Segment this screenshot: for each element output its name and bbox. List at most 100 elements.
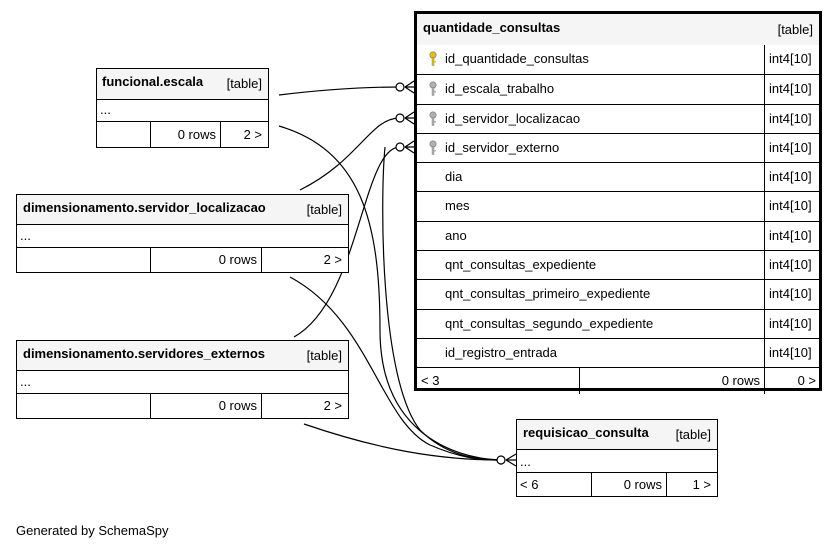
table-requisicao-consulta[interactable]: requisicao_consulta [table] ... < 6 0 ro… [516, 419, 718, 497]
table-name: dimensionamento.servidor_localizacao [23, 200, 266, 215]
column-row[interactable]: dia int4[10] [417, 162, 822, 192]
column-type-cell: int4[10] [764, 221, 822, 251]
column-type: int4[10] [769, 344, 812, 360]
edge-escala-to-requisicao [278, 125, 501, 461]
table-header: quantidade_consultas [table] [417, 14, 819, 45]
column-type-cell: int4[10] [764, 163, 822, 192]
edge-quantidade-to-requisicao [382, 146, 501, 461]
children-count: 2 > [243, 127, 262, 142]
column-row[interactable]: id_quantidade_consultas int4[10] [417, 45, 822, 75]
table-name: requisicao_consulta [523, 425, 649, 440]
table-columns-ellipsis: ... [517, 449, 717, 472]
column-type: int4[10] [769, 81, 812, 97]
row-count: 0 rows [623, 477, 662, 492]
crowfoot-circle [496, 455, 506, 465]
column-type-cell: int4[10] [764, 251, 822, 280]
column-name: id_servidor_localizacao [445, 110, 581, 126]
table-dimensionamento-servidor-localizacao[interactable]: dimensionamento.servidor_localizacao [ta… [16, 194, 349, 273]
column-name: id_registro_entrada [445, 344, 558, 360]
generated-by-note: Generated by SchemaSpy [16, 523, 169, 538]
column-row[interactable]: ano int4[10] [417, 220, 822, 251]
crowfoot-circle [395, 82, 405, 92]
column-type-cell: int4[10] [764, 338, 822, 368]
crowfoot [404, 80, 415, 94]
foreign-key-icon [427, 111, 439, 127]
column-row[interactable]: id_servidor_localizacao int4[10] [417, 103, 822, 133]
table-header: requisicao_consulta [table] [517, 420, 717, 449]
table-header: funcional.escala [table] [97, 69, 268, 99]
column-name: mes [445, 198, 470, 214]
column-name: id_servidor_externo [445, 139, 560, 155]
column-row[interactable]: id_registro_entrada int4[10] [417, 337, 822, 368]
table-dimensionamento-servidores-externos[interactable]: dimensionamento.servidores_externos [tab… [16, 340, 349, 419]
foreign-key-icon [427, 81, 439, 97]
column-type: int4[10] [769, 315, 812, 331]
column-type: int4[10] [769, 257, 812, 273]
column-type: int4[10] [769, 51, 812, 66]
column-name: qnt_consultas_expediente [445, 257, 597, 273]
column-type-cell: int4[10] [764, 280, 822, 309]
edge-servidores-externos-to-requisicao [303, 423, 501, 461]
crowfoot [404, 140, 415, 154]
column-type-cell: int4[10] [764, 133, 822, 163]
crowfoot-circle [395, 142, 405, 152]
table-footer: 0 rows 2 > [17, 247, 348, 272]
table-footer: 0 rows 2 > [17, 393, 348, 418]
table-tag: [table] [777, 22, 813, 37]
table-tag: [table] [675, 427, 711, 442]
table-tag: [table] [306, 202, 342, 217]
table-columns-ellipsis: ... [17, 370, 348, 393]
column-row[interactable]: id_servidor_externo int4[10] [417, 132, 822, 163]
edge-servidor-localizacao-to-quantidade [299, 117, 401, 191]
children-count: 2 > [323, 252, 342, 267]
column-type: int4[10] [769, 227, 812, 243]
column-type: int4[10] [769, 198, 812, 214]
children-count: 1 > [692, 477, 711, 492]
primary-key-icon [427, 51, 439, 67]
table-columns-ellipsis: ... [17, 224, 348, 247]
column-row[interactable]: mes int4[10] [417, 191, 819, 221]
edge-escala-to-quantidade [278, 86, 401, 96]
column-type-cell: int4[10] [764, 45, 822, 75]
crowfoot [404, 111, 415, 125]
column-name: id_escala_trabalho [445, 81, 555, 97]
table-name: funcional.escala [102, 74, 204, 89]
table-name: quantidade_consultas [423, 20, 561, 35]
table-header: dimensionamento.servidor_localizacao [ta… [17, 195, 348, 224]
crowfoot-circle [395, 113, 405, 123]
children-count: 2 > [323, 398, 342, 413]
column-row[interactable]: qnt_consultas_primeiro_expediente int4[10… [417, 279, 822, 309]
column-name: dia [445, 169, 463, 185]
column-name: id_quantidade_consultas [445, 51, 589, 66]
column-type-cell: int4[10] [764, 75, 822, 104]
column-type-cell: int4[10] [764, 309, 822, 338]
column-name: qnt_consultas_primeiro_expediente [445, 286, 651, 302]
column-name: ano [445, 227, 467, 243]
column-type: int4[10] [769, 139, 812, 155]
crowfoot [505, 453, 517, 467]
table-columns-ellipsis: ... [97, 99, 268, 121]
table-tag: [table] [306, 348, 342, 363]
table-quantidade-consultas[interactable]: quantidade_consultas [table] id_quantida… [414, 11, 822, 395]
table-tag: [table] [226, 76, 262, 91]
row-count: 0 rows [177, 127, 216, 142]
table-footer: < 6 0 rows 1 > [517, 472, 717, 496]
column-row[interactable]: qnt_consultas_segundo_expediente int4[10] [417, 308, 822, 338]
column-type-cell: int4[10] [764, 104, 822, 133]
parents-count: < 3 [421, 373, 440, 389]
table-funcional-escala[interactable]: funcional.escala [table] ... 0 rows 2 > [96, 68, 269, 148]
row-count: 0 rows [218, 398, 257, 413]
column-type: int4[10] [769, 286, 812, 302]
children-count: 0 > [797, 373, 816, 389]
parents-count: < 6 [520, 477, 539, 492]
table-name: dimensionamento.servidores_externos [23, 346, 266, 361]
column-type: int4[10] [769, 169, 812, 185]
column-row[interactable]: qnt_consultas_expediente int4[10] [417, 250, 822, 280]
column-row[interactable]: id_escala_trabalho int4[10] [417, 74, 822, 104]
table-footer: < 3 0 rows 0 > [417, 367, 819, 395]
table-header: dimensionamento.servidores_externos [tab… [17, 341, 348, 370]
column-name: qnt_consultas_segundo_expediente [445, 315, 654, 331]
table-footer: 0 rows 2 > [97, 121, 268, 147]
row-count: 0 rows [721, 373, 760, 389]
